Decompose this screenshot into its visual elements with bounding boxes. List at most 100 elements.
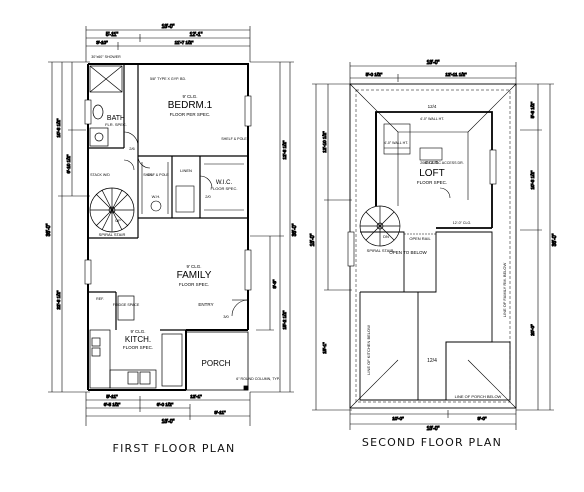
second-dim-right-total: 36'-0" <box>552 233 558 246</box>
loft-details <box>347 123 497 267</box>
second-dim-right-mid: 10'-3 1/2" <box>530 170 535 189</box>
first-right-dimensions <box>250 61 294 393</box>
first-dim-top-sub1: 3'-10" <box>96 40 108 45</box>
first-floor-title: FIRST FLOOR PLAN <box>113 442 236 455</box>
loft-ceiling: 8' CLG. <box>424 160 439 165</box>
first-dim-bottom-sub3: 8'-11" <box>214 410 226 415</box>
porch-label: PORCH <box>202 359 231 368</box>
bedroom-shelf-note: SHELF & POLE <box>221 137 247 141</box>
first-windows <box>84 95 252 291</box>
second-dim-bottom-total: 18'-0" <box>427 426 440 432</box>
closet-shelves <box>141 162 244 214</box>
ceiling-height-note: 12'-0" CLG. <box>453 221 472 225</box>
first-dim-bottom-left: 5'-11" <box>106 394 118 399</box>
first-bottom-dimensions <box>85 392 251 426</box>
second-right-dimensions <box>516 83 554 411</box>
roof-pitch-label-2: 12/4 <box>428 104 437 109</box>
linen-label: LINEN <box>180 168 192 173</box>
entry-label: ENTRY <box>198 302 213 307</box>
ceiling-note: 5/8" TYPE X GYP. BD. <box>150 77 186 81</box>
first-dim-top-left: 5'-11" <box>106 32 119 38</box>
open-rail-label: OPEN RAIL <box>409 236 431 241</box>
kitchen-ceiling: 9' CLG. <box>130 329 145 334</box>
first-dim-bottom-sub1: 6'-5 1/2" <box>104 402 121 407</box>
second-dim-bottom-sub1: 10'-0" <box>392 416 404 421</box>
first-dim-top-total: 18'-0" <box>162 24 175 30</box>
second-dim-right-upper: 5'-8 1/2" <box>530 101 535 118</box>
first-stair-up-label: UP <box>115 218 121 223</box>
first-left-dimensions <box>48 61 90 393</box>
bedroom-floor: FLOOR PER SPEC. <box>170 112 211 117</box>
first-dim-left-total: 36'-0" <box>46 223 52 236</box>
water-heater-label: W.H. <box>152 194 161 199</box>
second-dim-bottom-sub2: 8'-0" <box>478 416 487 421</box>
first-dim-right-lower: 15'-2 1/2" <box>282 310 287 329</box>
first-dim-left-mid: 6'-10 1/2" <box>66 154 71 173</box>
first-dim-right-upper: 12'-8 1/2" <box>282 140 287 159</box>
open-to-below-outline <box>359 231 511 401</box>
wic-spec: FLOOR SPEC. <box>211 186 238 191</box>
first-door-swings <box>123 131 249 317</box>
first-dim-left-upper: 10'-8 1/2" <box>56 118 61 137</box>
second-dim-left-upper: 12'-10 1/2" <box>322 131 327 153</box>
first-floor-plan: 18'-0" 5'-11" 12'-1" 3'-10" 11'-7 1/2" 3… <box>46 24 299 426</box>
stack-wd-label: STACK W/D <box>90 173 110 177</box>
loft-label: LOFT <box>419 168 445 179</box>
first-floor-labels: BEDRM.1 9' CLG. FLOOR PER SPEC. BATH FLR… <box>90 55 280 381</box>
second-dim-top-sub1: 5'-0 1/2" <box>366 72 383 77</box>
bedroom-label: BEDRM.1 <box>168 100 213 111</box>
door-label-4: 3/0 <box>223 314 229 319</box>
first-dim-top-sub2: 11'-7 1/2" <box>175 40 194 45</box>
shelf-pole-label: SHELF & POLE <box>143 173 169 177</box>
first-top-dimensions <box>85 26 251 62</box>
first-dim-bottom-total: 18'-0" <box>162 419 175 425</box>
first-dim-top-right: 12'-1" <box>190 32 203 38</box>
attic-access-label: 20x30 ATTIC ACCESS DR. <box>420 161 463 165</box>
bedroom-ceiling: 9' CLG. <box>182 94 197 99</box>
second-stair-down-label: DN <box>383 234 389 239</box>
loft-floor: FLOOR SPEC. <box>417 180 447 185</box>
first-dim-right-mid: 8'-3" <box>272 279 277 288</box>
second-left-dimensions <box>312 83 352 411</box>
wic-label: W.I.C. <box>216 180 233 186</box>
door-label-2: 2/6 <box>147 172 153 177</box>
closet-wall-note: 4'-0" WALL HT. <box>384 141 408 145</box>
fridge-label: FRIDGE SPACE <box>113 303 140 307</box>
second-bottom-dimensions <box>349 408 517 430</box>
first-dim-left-lower: 22'-6 1/2" <box>56 290 61 309</box>
second-dim-right-lower: 20'-0" <box>530 324 535 336</box>
family-ceiling: 9' CLG. <box>186 264 201 269</box>
first-interior-walls <box>88 64 248 331</box>
second-floor-plan: 18'-0" 5'-0 1/2" 12'-11 1/2" 18'-0" 12'-… <box>310 60 559 433</box>
family-floor: FLOOR SPEC. <box>179 282 209 287</box>
column-note: 6" ROUND COLUMN, TYP. <box>236 377 280 381</box>
kitchen-label: KITCH. <box>125 335 151 344</box>
second-spiral-stair <box>359 205 401 247</box>
second-dim-top-sub2: 12'-11 1/2" <box>445 72 467 77</box>
kitchen-below-line: LINE OF KITCHEN BELOW <box>366 325 371 375</box>
open-below-label: OPEN TO BELOW <box>389 250 427 255</box>
shower-note: 30"x60" SHOWER <box>91 55 121 59</box>
second-dim-left-lower: 15'-1" <box>322 342 327 354</box>
door-label-1: 2/6 <box>129 146 135 151</box>
kitchen-floor: FLOOR SPEC. <box>123 345 153 350</box>
second-floor-labels: LOFT 8' CLG. FLOOR SPEC. OPEN TO BELOW O… <box>366 104 507 399</box>
second-top-dimensions <box>349 62 517 86</box>
ref-label: REF. <box>96 297 104 301</box>
first-spiral-label: SPIRAL STAIR <box>99 232 126 237</box>
door-label-3: 2/0 <box>205 194 211 199</box>
second-spiral-label: SPIRAL STAIR <box>367 248 394 253</box>
bath-spec: FLR. SPEC. <box>105 122 127 127</box>
second-dim-left-total: 18'-0" <box>310 233 316 246</box>
second-roof-hips <box>349 83 517 409</box>
bath-label: BATH <box>107 115 125 122</box>
first-dim-bottom-right: 12'-1" <box>190 394 202 399</box>
family-below-line: LINE OF FAMILY RM. BELOW <box>502 263 507 318</box>
second-dim-top-total: 18'-0" <box>427 60 440 66</box>
kitchen-counters <box>89 295 183 389</box>
porch-outline <box>185 331 249 391</box>
first-spiral-stair <box>89 187 135 233</box>
loft-wall-height: 4'-0" WALL HT. <box>420 117 444 121</box>
